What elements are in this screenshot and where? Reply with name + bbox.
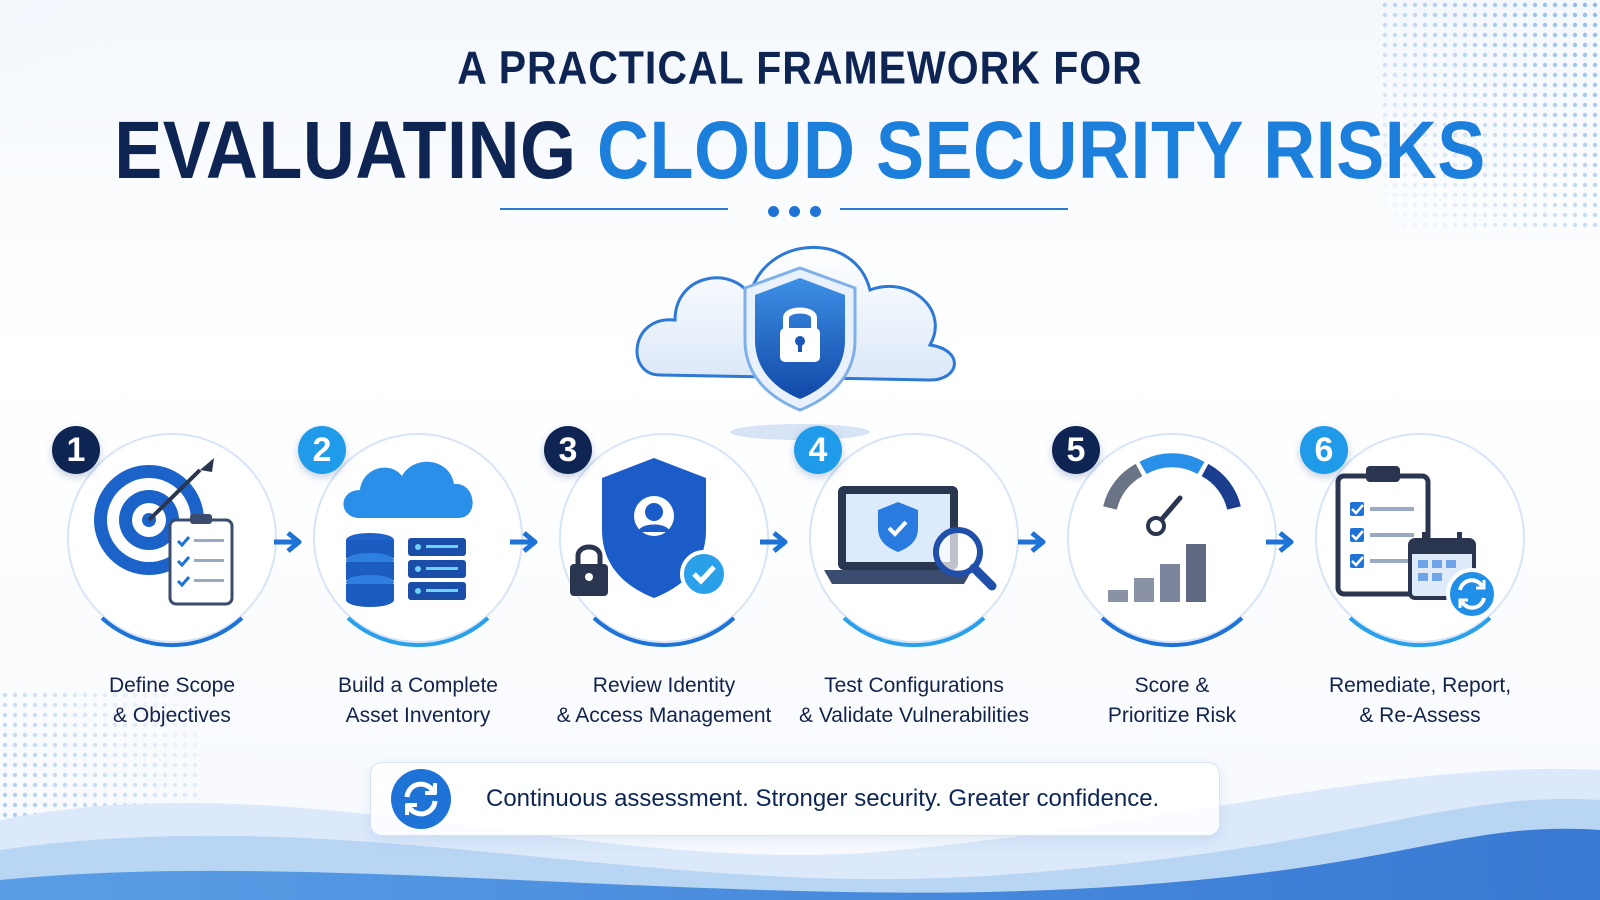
laptop-shield-magnifier-icon [824, 486, 997, 591]
gauge-bar-chart-icon [1103, 453, 1241, 602]
step-label-line1: Build a Complete [338, 674, 498, 697]
step-label-line2: Prioritize Risk [1107, 704, 1237, 727]
step-3: 3 Review Identity & Access Management [544, 418, 784, 727]
step-label: Score & Prioritize Risk [1032, 671, 1312, 731]
step-number-badge: 2 [298, 426, 346, 474]
arrow-right-icon [510, 531, 538, 553]
step-label: Review Identity & Access Management [524, 671, 804, 731]
refresh-icon [391, 769, 451, 829]
cloud-shield-lock-icon [635, 245, 956, 440]
header-subtitle: A PRACTICAL FRAMEWORK FOR [457, 42, 1143, 94]
step-number-badge: 1 [52, 426, 100, 474]
step-label-line1: Test Configurations [824, 674, 1004, 697]
step-1: 1 Define Scope & Objectives [52, 418, 292, 727]
step-label: Test Configurations & Validate Vulnerabi… [774, 671, 1054, 731]
arrow-right-icon [1266, 531, 1294, 553]
cloud-database-server-icon [343, 461, 473, 607]
step-number-badge: 6 [1300, 426, 1348, 474]
step-label: Build a Complete Asset Inventory [278, 671, 558, 731]
arrow-right-icon [1018, 531, 1046, 553]
step-number-badge: 3 [544, 426, 592, 474]
step-label-line1: Remediate, Report, [1328, 674, 1512, 697]
page-title: EVALUATING CLOUD SECURITY RISKS [0, 104, 1600, 197]
step-label-line2: & Objectives [113, 704, 231, 727]
divider-left [500, 208, 728, 210]
step-6: 6 Remediate, Report, & Re-Assess [1300, 418, 1540, 727]
shield-user-lock-icon [570, 458, 728, 598]
step-label-line1: Review Identity [592, 674, 736, 697]
step-number-badge: 4 [794, 426, 842, 474]
divider-right [840, 208, 1068, 210]
footer-banner: Continuous assessment. Stronger security… [370, 762, 1220, 836]
clipboard-calendar-refresh-icon [1335, 466, 1498, 620]
step-label-line2: & Re-Assess [1359, 704, 1481, 727]
step-2: 2 Build a Complete Asset Inventory [298, 418, 538, 727]
step-label-line2: & Validate Vulnerabilities [799, 704, 1029, 727]
arrow-right-icon [274, 531, 302, 553]
footer-tagline: Continuous assessment. Stronger security… [486, 785, 1160, 812]
title-dark-part: EVALUATING [114, 105, 577, 197]
step-number-badge: 5 [1052, 426, 1100, 474]
step-label: Define Scope & Objectives [32, 671, 312, 731]
arrow-right-icon [760, 531, 788, 553]
step-4: 4 Test Configurations & Validate Vulnera… [794, 418, 1034, 727]
divider-dots [768, 204, 838, 217]
title-blue-part: CLOUD SECURITY RISKS [597, 105, 1486, 197]
step-5: 5 Score & Prioritize Risk [1052, 418, 1292, 727]
step-label-line1: Define Scope [108, 674, 236, 697]
step-label-line1: Score & [1134, 674, 1210, 697]
step-label-line2: Asset Inventory [345, 704, 491, 727]
step-label: Remediate, Report, & Re-Assess [1280, 671, 1560, 731]
step-label-line2: & Access Management [556, 704, 772, 727]
target-checklist-icon [94, 458, 234, 606]
